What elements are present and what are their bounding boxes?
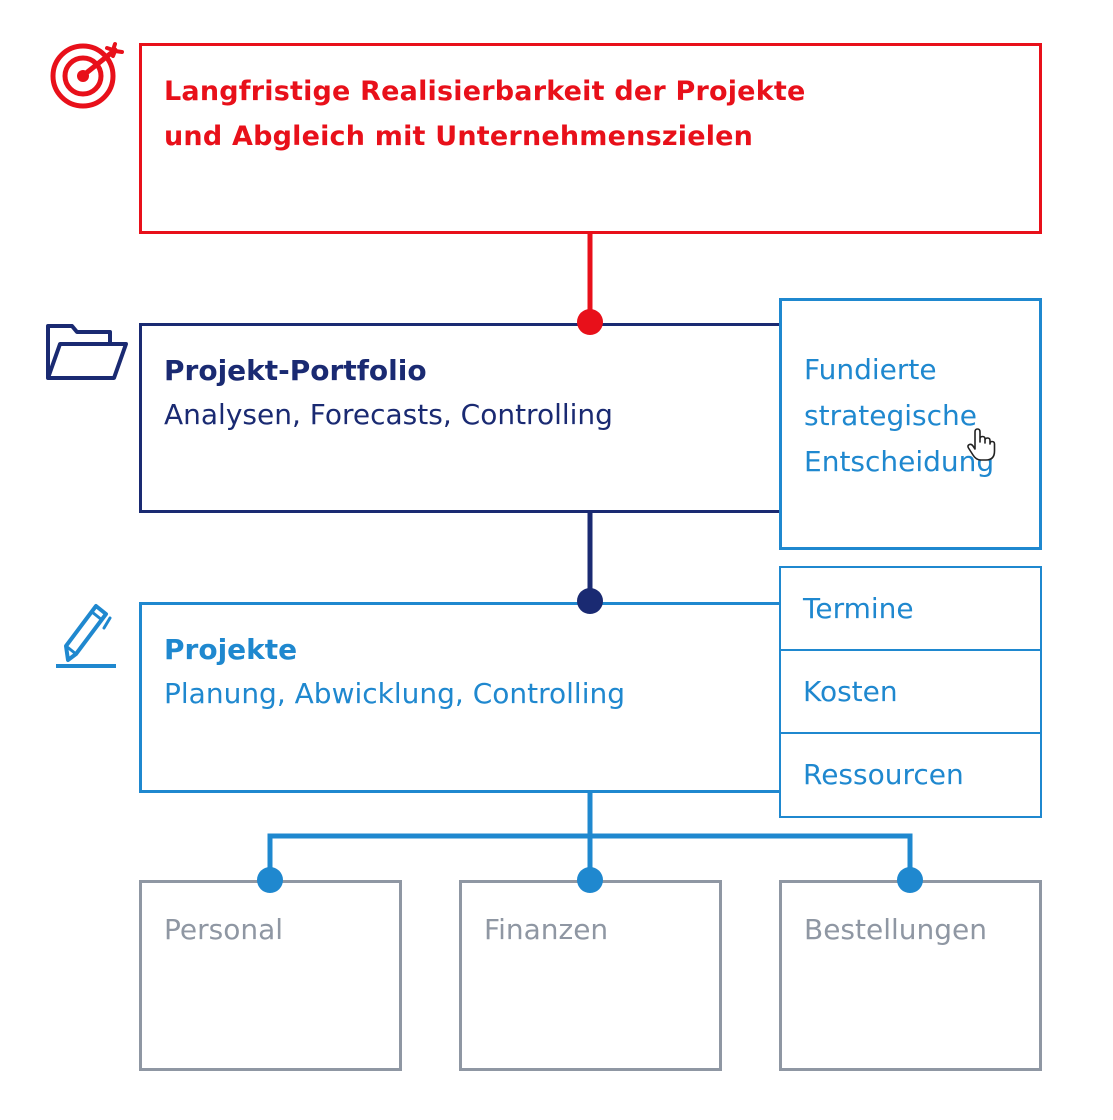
- goal-line-2: und Abgleich mit Unternehmenszielen: [164, 121, 754, 152]
- goal-line-1: Langfristige Realisierbarkeit der Projek…: [164, 76, 806, 107]
- target-icon: [50, 42, 124, 109]
- projects-box: Projekte Planung, Abwicklung, Controllin…: [139, 602, 792, 793]
- projects-subtitle: Planung, Abwicklung, Controlling: [164, 677, 625, 710]
- attribute-ressourcen: Ressourcen: [779, 732, 1042, 818]
- portfolio-subtitle: Analysen, Forecasts, Controlling: [164, 398, 613, 431]
- pencil-icon: [56, 604, 116, 668]
- portfolio-box: Projekt-Portfolio Analysen, Forecasts, C…: [139, 323, 792, 513]
- bottom-box-label: Bestellungen: [804, 913, 988, 946]
- hand-cursor-icon: [967, 428, 996, 461]
- strategic-line-2: strategische: [804, 399, 977, 432]
- bottom-box-personal: Personal: [139, 880, 402, 1071]
- bottom-box-label: Finanzen: [484, 913, 609, 946]
- attribute-label: Termine: [803, 592, 914, 625]
- strategic-decision-box: Fundierte strategische Entscheidung: [779, 298, 1042, 550]
- attribute-termine: Termine: [779, 566, 1042, 651]
- bottom-box-label: Personal: [164, 913, 284, 946]
- attribute-kosten: Kosten: [779, 649, 1042, 734]
- projects-branch-line: [267, 833, 913, 880]
- goal-box: Langfristige Realisierbarkeit der Projek…: [139, 43, 1042, 234]
- strategic-line-1: Fundierte: [804, 353, 937, 386]
- bottom-box-finanzen: Finanzen: [459, 880, 722, 1071]
- attribute-label: Ressourcen: [803, 758, 964, 791]
- bottom-box-bestellungen: Bestellungen: [779, 880, 1042, 1071]
- projects-title: Projekte: [164, 633, 298, 666]
- portfolio-title: Projekt-Portfolio: [164, 354, 427, 387]
- folder-icon: [46, 324, 128, 380]
- attribute-label: Kosten: [803, 675, 898, 708]
- strategic-line-3: Entscheidung: [804, 445, 995, 478]
